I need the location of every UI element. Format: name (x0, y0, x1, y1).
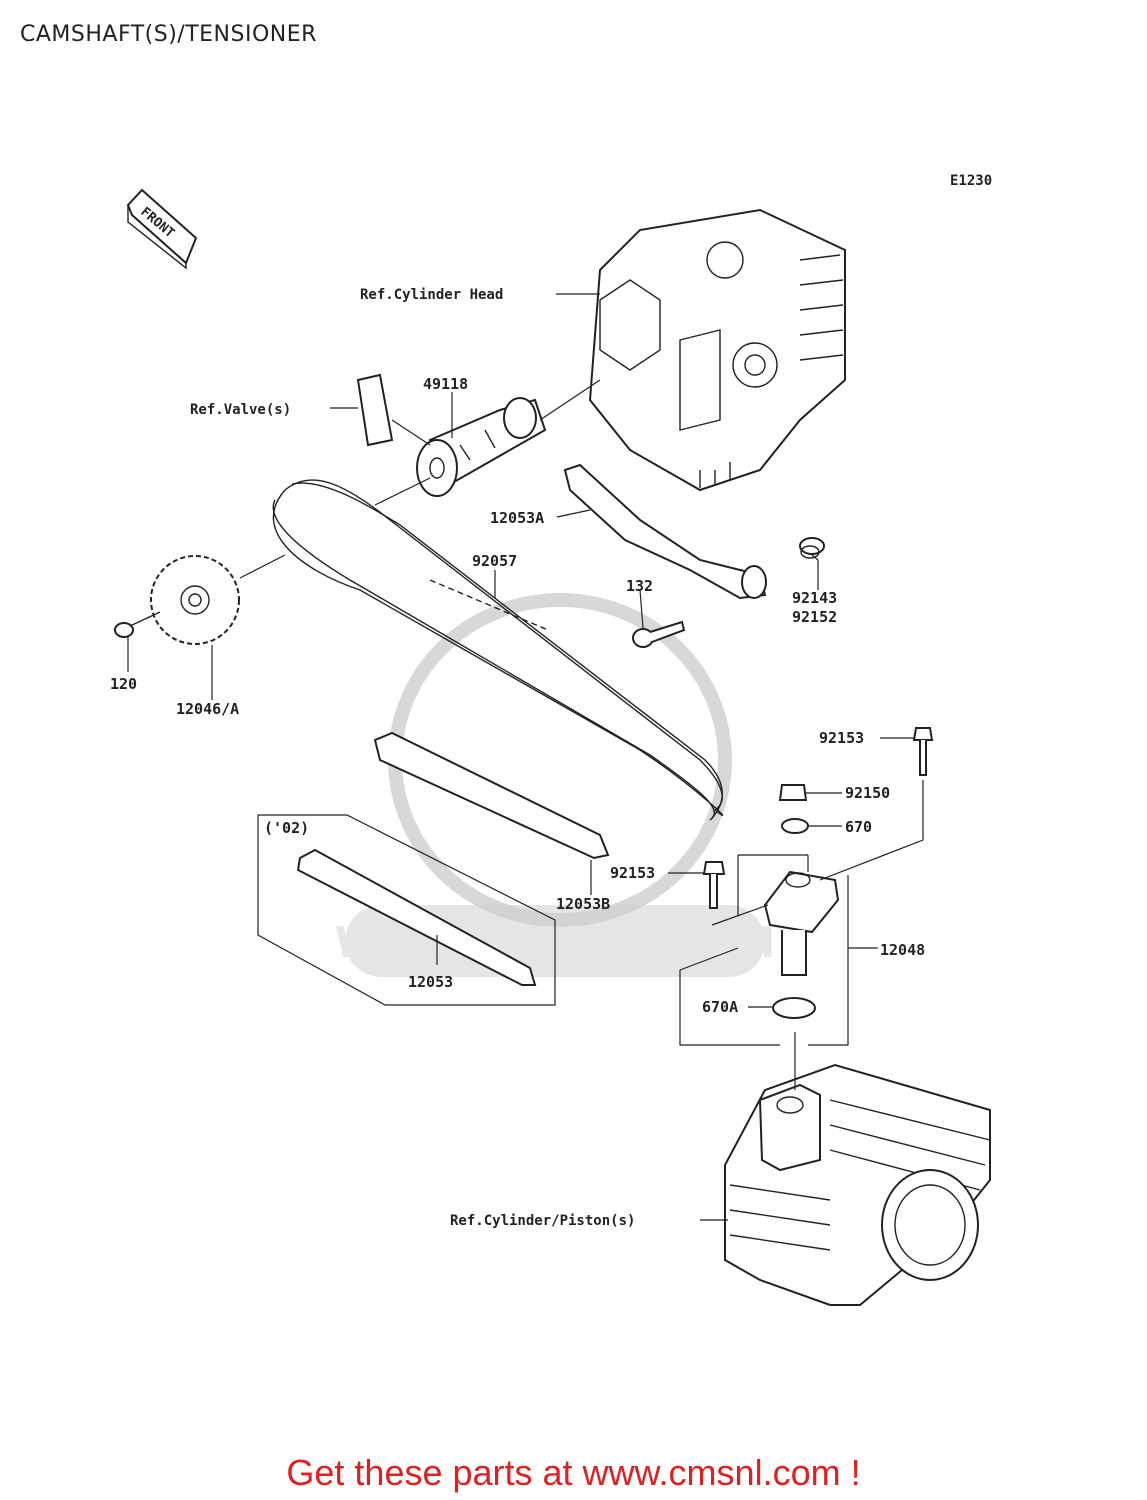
label-12053b: 12053B (556, 895, 610, 913)
collar-part (799, 537, 825, 559)
label-12048: 12048 (880, 941, 925, 959)
tensioner-guide-12053a-part (563, 463, 767, 600)
footer-promo-link[interactable]: Get these parts at www.cmsnl.com ! (286, 1452, 861, 1493)
cam-chain-part (272, 479, 724, 821)
label-92153-mid: 92153 (610, 864, 655, 882)
label-12046a: 12046/A (176, 700, 239, 718)
label-120: 120 (110, 675, 137, 693)
label-49118: 49118 (423, 375, 468, 393)
label-92152: 92152 (792, 608, 837, 626)
label-12053a: 12053A (490, 509, 544, 527)
camshaft-part (416, 397, 547, 497)
cylinder-head-part (588, 208, 846, 492)
label-92143: 92143 (792, 589, 837, 607)
chain-guide-12053b-part (373, 731, 610, 860)
valve-plate-part (356, 373, 394, 447)
label-132: 132 (626, 577, 653, 595)
bolt-92153-mid-part (702, 861, 726, 909)
front-arrow-icon: FRONT (126, 188, 198, 270)
cap-bolt-92150-part (778, 784, 808, 801)
chain-guide-12053-part (296, 848, 537, 986)
diagram-code: E1230 (950, 173, 992, 189)
exploded-parts-diagram: WWW.CMSNL.COM E1230 FRONT (110, 173, 992, 1306)
label-ref-cylinder-head: Ref.Cylinder Head (360, 287, 503, 303)
year-variant-box (257, 814, 556, 1006)
label-ref-valves: Ref.Valve(s) (190, 402, 291, 418)
tensioner-12048-part (763, 870, 840, 976)
page-title: CAMSHAFT(S)/TENSIONER (20, 22, 317, 47)
label-12053: 12053 (408, 973, 453, 991)
label-year-note: ('02) (264, 819, 309, 837)
o-ring-670a-part (772, 997, 816, 1019)
label-ref-cylinder-piston: Ref.Cylinder/Piston(s) (450, 1213, 635, 1229)
leader-lines (127, 293, 924, 1221)
o-ring-670-part (781, 818, 809, 834)
cylinder-block-part (724, 1063, 991, 1306)
label-670: 670 (845, 818, 872, 836)
label-92153-top: 92153 (819, 729, 864, 747)
bolt-120-part (114, 611, 161, 638)
label-92057: 92057 (472, 552, 517, 570)
cam-sprocket-part (150, 555, 240, 645)
bolt-92153-top-part (912, 727, 934, 776)
bolt-132-part (632, 620, 686, 648)
label-670a: 670A (702, 998, 738, 1016)
label-92150: 92150 (845, 784, 890, 802)
